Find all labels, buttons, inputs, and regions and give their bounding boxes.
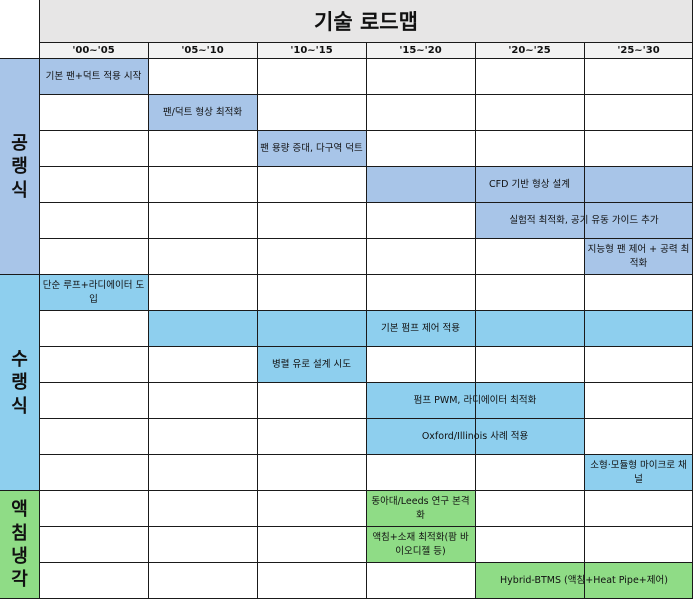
roadmap-item: 병렬 유로 설계 시도 <box>257 347 366 383</box>
period-label: '25~'30 <box>617 44 660 56</box>
category-cell-air <box>0 59 39 275</box>
roadmap-item: 팬/덕트 형상 최적화 <box>148 95 257 131</box>
category-label-air: 공 랭 식 <box>11 132 28 201</box>
category-label-liquid: 액 침 냉 각 <box>11 499 28 591</box>
period-label: '20~'25 <box>508 44 551 56</box>
grid-line <box>39 0 40 599</box>
category-cell-liquid <box>0 491 39 599</box>
grid-line <box>584 42 585 599</box>
period-label: '05~'10 <box>181 44 224 56</box>
roadmap-item: CFD 기반 형상 설계 <box>366 167 693 203</box>
page-title: 기술 로드맵 <box>314 10 418 34</box>
period-label: '00~'05 <box>72 44 115 56</box>
grid-line <box>148 42 149 599</box>
grid-line <box>0 490 693 491</box>
grid-line <box>0 58 693 59</box>
period-label: '10~'15 <box>290 44 333 56</box>
title-band <box>39 0 693 42</box>
roadmap-item: 기본 펌프 제어 적용 <box>148 311 693 347</box>
grid-line <box>0 274 693 275</box>
roadmap-item: 지능형 팬 제어 + 공력 최적화 <box>584 239 693 275</box>
roadmap-item: 액침+소재 최적화(팜 바이오디젤 등) <box>366 527 475 563</box>
roadmap-item: 소형·모듈형 마이크로 채널 <box>584 455 693 491</box>
roadmap-item: 동아대/Leeds 연구 본격화 <box>366 491 475 527</box>
category-cell-water <box>0 275 39 491</box>
period-label: '15~'20 <box>399 44 442 56</box>
roadmap-item: 팬 용량 증대, 다구역 덕트 <box>257 131 366 167</box>
roadmap-item: 기본 팬+덕트 적용 시작 <box>39 59 148 95</box>
grid-line <box>366 42 367 599</box>
roadmap-item: 단순 루프+라디에이터 도입 <box>39 275 148 311</box>
grid-line <box>475 42 476 599</box>
grid-line <box>257 42 258 599</box>
category-label-water: 수 랭 식 <box>11 348 28 417</box>
